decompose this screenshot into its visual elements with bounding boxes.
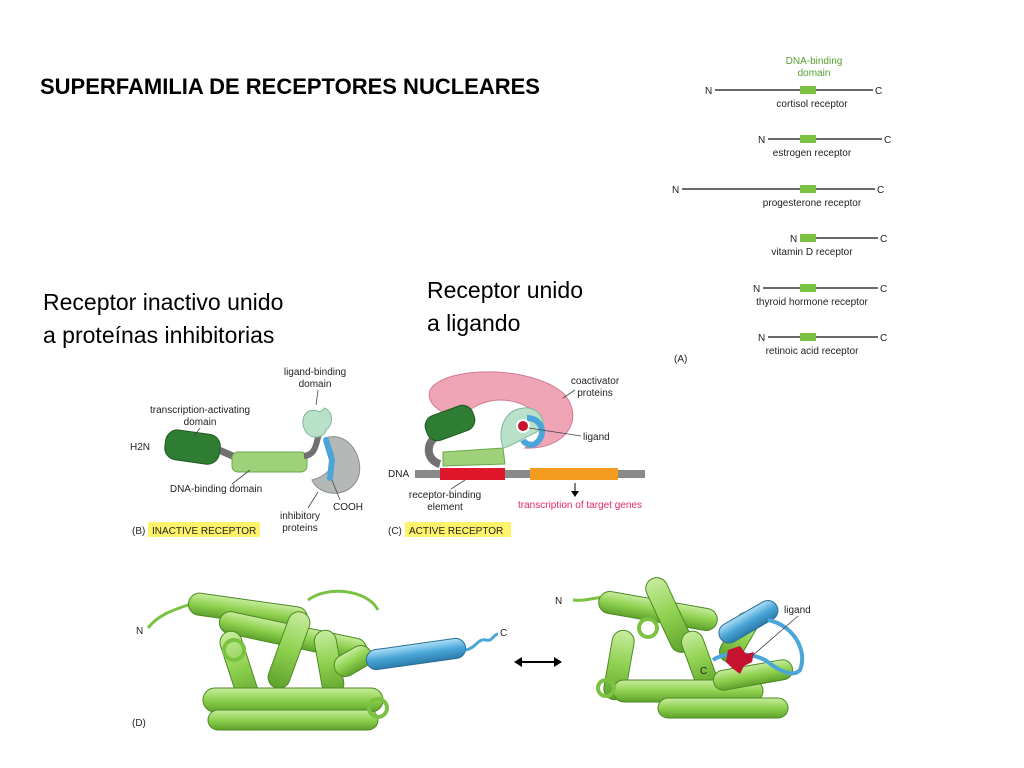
active-receptor-diagram: coactivator proteins ligand DNA receptor… — [388, 371, 645, 537]
receptor-binding-element — [440, 468, 505, 480]
dna-binding-domain-shape — [442, 447, 506, 467]
c-terminus-label: C — [884, 135, 891, 146]
ligand-label: ligand — [583, 432, 610, 443]
receptor-name-label: estrogen receptor — [773, 148, 852, 159]
transcription-activating-label: transcription-activating — [150, 405, 250, 416]
ligand-binding-label: ligand-binding — [284, 367, 346, 378]
panel-c-label: (C) — [388, 526, 402, 537]
n-terminus-label: N — [705, 86, 712, 97]
c-terminus-label: C — [500, 628, 507, 639]
ligand-binding-label: domain — [299, 379, 332, 390]
n-terminus-label: N — [758, 135, 765, 146]
helix-12 — [520, 415, 545, 448]
panel-a-label: (A) — [674, 354, 687, 365]
ligand-binding-domain-shape — [302, 407, 332, 438]
dna-binding-domain-shape — [231, 451, 308, 473]
c-terminus-label: C — [880, 333, 887, 344]
page-title: SUPERFAMILIA DE RECEPTORES NUCLEARES — [40, 74, 540, 99]
c-terminus-label: C — [875, 86, 882, 97]
double-arrow-icon — [514, 657, 562, 667]
receptor-name-label: progesterone receptor — [763, 198, 862, 209]
dna-binding-domain-label: DNA-binding domain — [170, 484, 262, 495]
transcription-label: transcription of target genes — [518, 500, 642, 511]
caption-line: Receptor unido — [427, 277, 583, 303]
ligand-molecule — [726, 646, 754, 674]
inhibitory-proteins-label: inhibitory — [280, 511, 320, 522]
n-terminus-label: N — [555, 596, 562, 607]
transcription-activating-label: domain — [184, 417, 217, 428]
h2n-label: H2N — [130, 442, 150, 453]
active-receptor-label: ACTIVE RECEPTOR — [409, 526, 503, 537]
panel-b-label: (B) — [132, 526, 145, 537]
dna-binding-domain-label: domain — [798, 68, 831, 79]
receptor-name-label: retinoic acid receptor — [766, 346, 859, 357]
cooh-label: COOH — [333, 502, 363, 513]
inactive-receptor-label: INACTIVE RECEPTOR — [152, 526, 256, 537]
dna-binding-domain-box — [800, 234, 816, 242]
inactive-receptor-diagram: ligand-binding domain transcription-acti… — [130, 367, 363, 537]
c-terminus-label: C — [877, 185, 884, 196]
active-receptor-highlight — [405, 522, 511, 537]
caption-line: a ligando — [427, 310, 521, 336]
coactivator-label: proteins — [577, 388, 613, 399]
active-receptor-caption: Receptor unido a ligando — [427, 274, 583, 340]
caption-line: a proteínas inhibitorias — [43, 322, 275, 348]
ligand-label: ligand — [784, 605, 811, 616]
caption-line: Receptor inactivo unido — [43, 289, 284, 315]
transcription-activating-domain-shape — [164, 429, 221, 465]
dna-binding-domain-box — [800, 284, 816, 292]
receptor-structure-panel: N C N C ligand (D) — [132, 577, 811, 731]
receptor-binding-label: receptor-binding — [409, 490, 481, 501]
n-terminus-label: N — [672, 185, 679, 196]
transcription-activating-domain-shape — [424, 404, 476, 442]
inhibitory-proteins-label: proteins — [282, 523, 318, 534]
cooh-tail — [323, 437, 336, 481]
dna-binding-domain-box — [800, 185, 816, 193]
dna-label: DNA — [388, 469, 409, 480]
panel-d-label: (D) — [132, 718, 146, 729]
liganded-structure — [572, 577, 805, 719]
unliganded-structure — [146, 589, 499, 731]
target-gene-region — [530, 468, 618, 480]
inactive-receptor-caption: Receptor inactivo unido a proteínas inhi… — [43, 286, 283, 352]
c-terminus-label: C — [880, 234, 887, 245]
dna-binding-domain-box — [800, 135, 816, 143]
ligand-dot — [516, 419, 530, 433]
arrow-down-icon — [571, 491, 579, 497]
receptor-name-label: thyroid hormone receptor — [756, 297, 868, 308]
c-terminus-label: C — [700, 666, 707, 677]
inhibitory-proteins-shape — [311, 436, 361, 494]
dna-binding-domain-box — [800, 86, 816, 94]
n-terminus-label: N — [136, 626, 143, 637]
receptor-name-label: cortisol receptor — [776, 99, 848, 110]
n-terminus-label: N — [758, 333, 765, 344]
c-terminus-label: C — [880, 284, 887, 295]
inactive-receptor-highlight — [148, 522, 260, 537]
receptor-binding-label: element — [427, 502, 463, 513]
n-terminus-label: N — [753, 284, 760, 295]
dna-binding-domain-box — [800, 333, 816, 341]
n-terminus-label: N — [790, 234, 797, 245]
dna-binding-domain-label: DNA-binding — [786, 56, 843, 67]
coactivator-label: coactivator — [571, 376, 620, 387]
receptor-name-label: vitamin D receptor — [771, 247, 853, 258]
